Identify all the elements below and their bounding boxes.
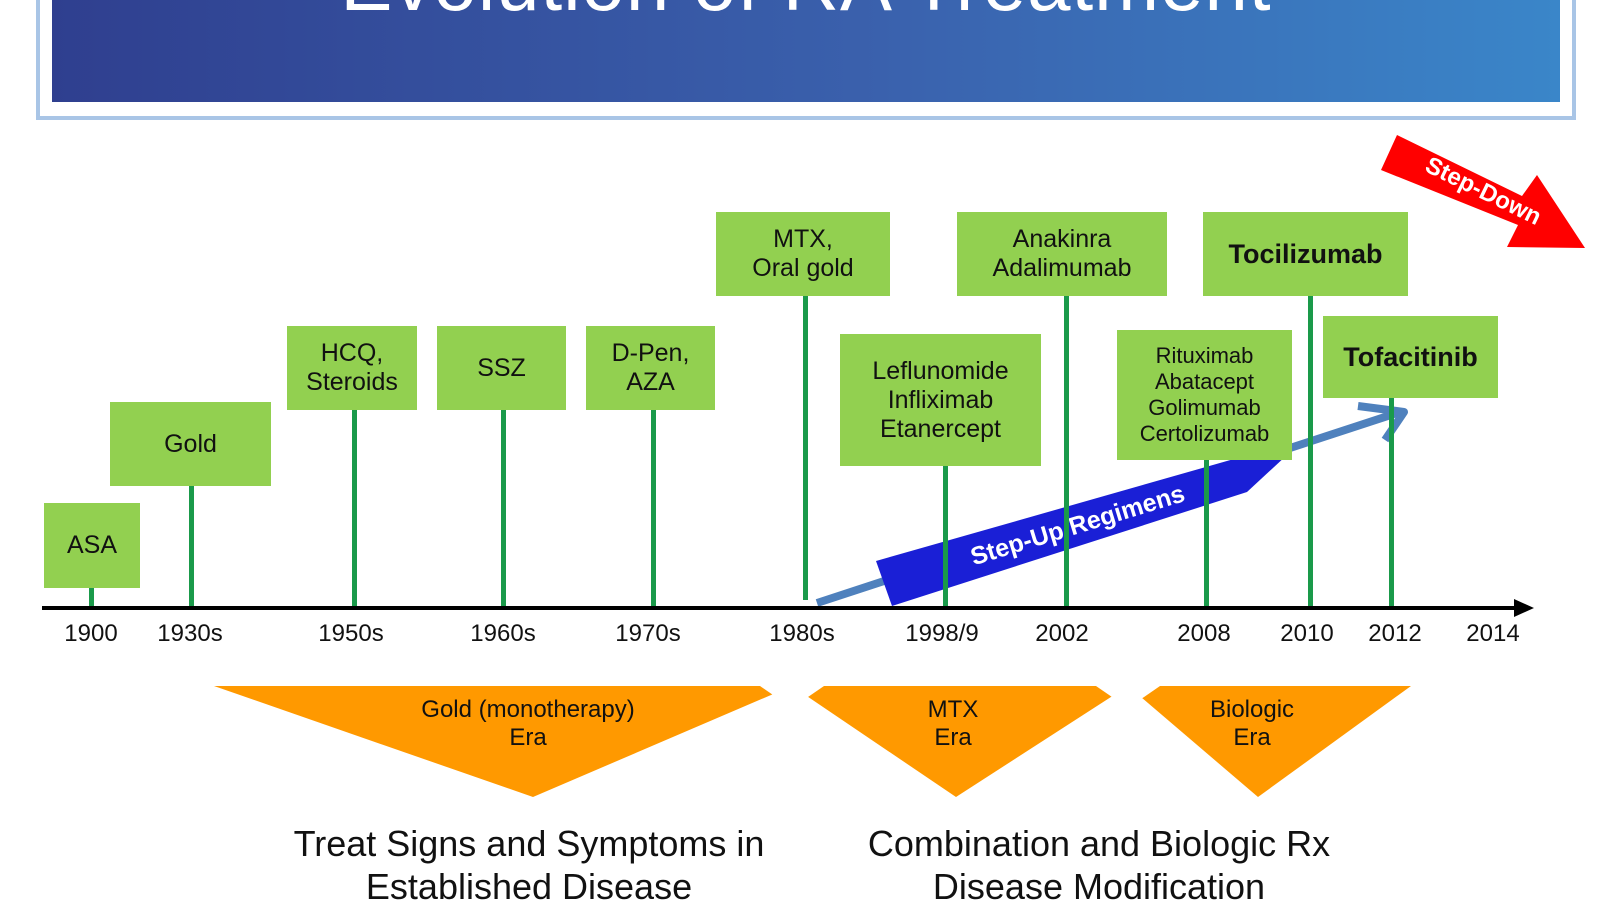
era-notch-left [760, 686, 824, 708]
drug-box-asa: ASA [44, 503, 140, 588]
stem-ritux [1204, 460, 1209, 608]
tick-label: 1970s [615, 620, 681, 647]
stem-toci [1308, 296, 1313, 608]
slide-title: Evolution of RA Treatment [52, 0, 1560, 29]
drug-box-leflunomide: Leflunomide Infliximab Etanercept [840, 334, 1041, 466]
tick-label: 1960s [470, 620, 536, 647]
drug-box-rituximab: Rituximab Abatacept Golimumab Certolizum… [1117, 330, 1292, 460]
caption-combination-biologic: Combination and Biologic Rx Disease Modi… [867, 823, 1331, 907]
caption-signs-symptoms: Treat Signs and Symptoms in Established … [293, 823, 765, 907]
timeline-arrowhead [1514, 599, 1534, 617]
stem-dpen [651, 410, 656, 608]
tick-label: 1950s [318, 620, 384, 647]
drug-box-hcq: HCQ, Steroids [287, 326, 417, 410]
stem-hcq [352, 410, 357, 608]
tick-label: 2002 [1035, 620, 1089, 647]
tick-label: 1980s [769, 620, 835, 647]
drug-box-gold: Gold [110, 402, 271, 486]
drug-box-ssz: SSZ [437, 326, 566, 410]
step-up-arrow [876, 455, 1287, 606]
tick-label: 2014 [1466, 620, 1520, 647]
stem-asa [89, 588, 94, 608]
mtx-era-triangle [792, 686, 1128, 797]
stem-anak [1064, 296, 1069, 608]
drug-box-anakinra: Anakinra Adalimumab [957, 212, 1167, 296]
stem-lef [943, 466, 948, 608]
drug-box-tocilizumab: Tocilizumab [1203, 212, 1408, 296]
timeline-axis [42, 606, 1520, 610]
drug-box-mtx: MTX, Oral gold [716, 212, 890, 296]
stem-mtx [803, 296, 808, 600]
era-label-gold: Gold (monotherapy) Era [421, 696, 635, 751]
tick-label: 2010 [1280, 620, 1334, 647]
era-label-mtx: MTX Era [927, 696, 979, 751]
tick-label: 1998/9 [905, 620, 979, 647]
tick-label: 2008 [1177, 620, 1231, 647]
tick-label: 2012 [1368, 620, 1422, 647]
drug-box-tofacitinib: Tofacitinib [1323, 316, 1498, 398]
tick-label: 1900 [64, 620, 118, 647]
step-up-label: Step-Up Regimens [967, 479, 1188, 571]
title-banner: Evolution of RA Treatment [52, 0, 1560, 102]
stem-tofa [1389, 398, 1394, 608]
era-notch-right [1096, 686, 1160, 708]
drug-box-dpen: D-Pen, AZA [586, 326, 715, 410]
stem-gold [189, 486, 194, 608]
step-down-arrow [1381, 135, 1585, 248]
gold-era-triangle [214, 686, 792, 797]
era-label-biologic: Biologic Era [1209, 696, 1295, 751]
biologic-era-triangle [1128, 686, 1411, 797]
tick-label: 1930s [157, 620, 223, 647]
stem-ssz [501, 410, 506, 608]
